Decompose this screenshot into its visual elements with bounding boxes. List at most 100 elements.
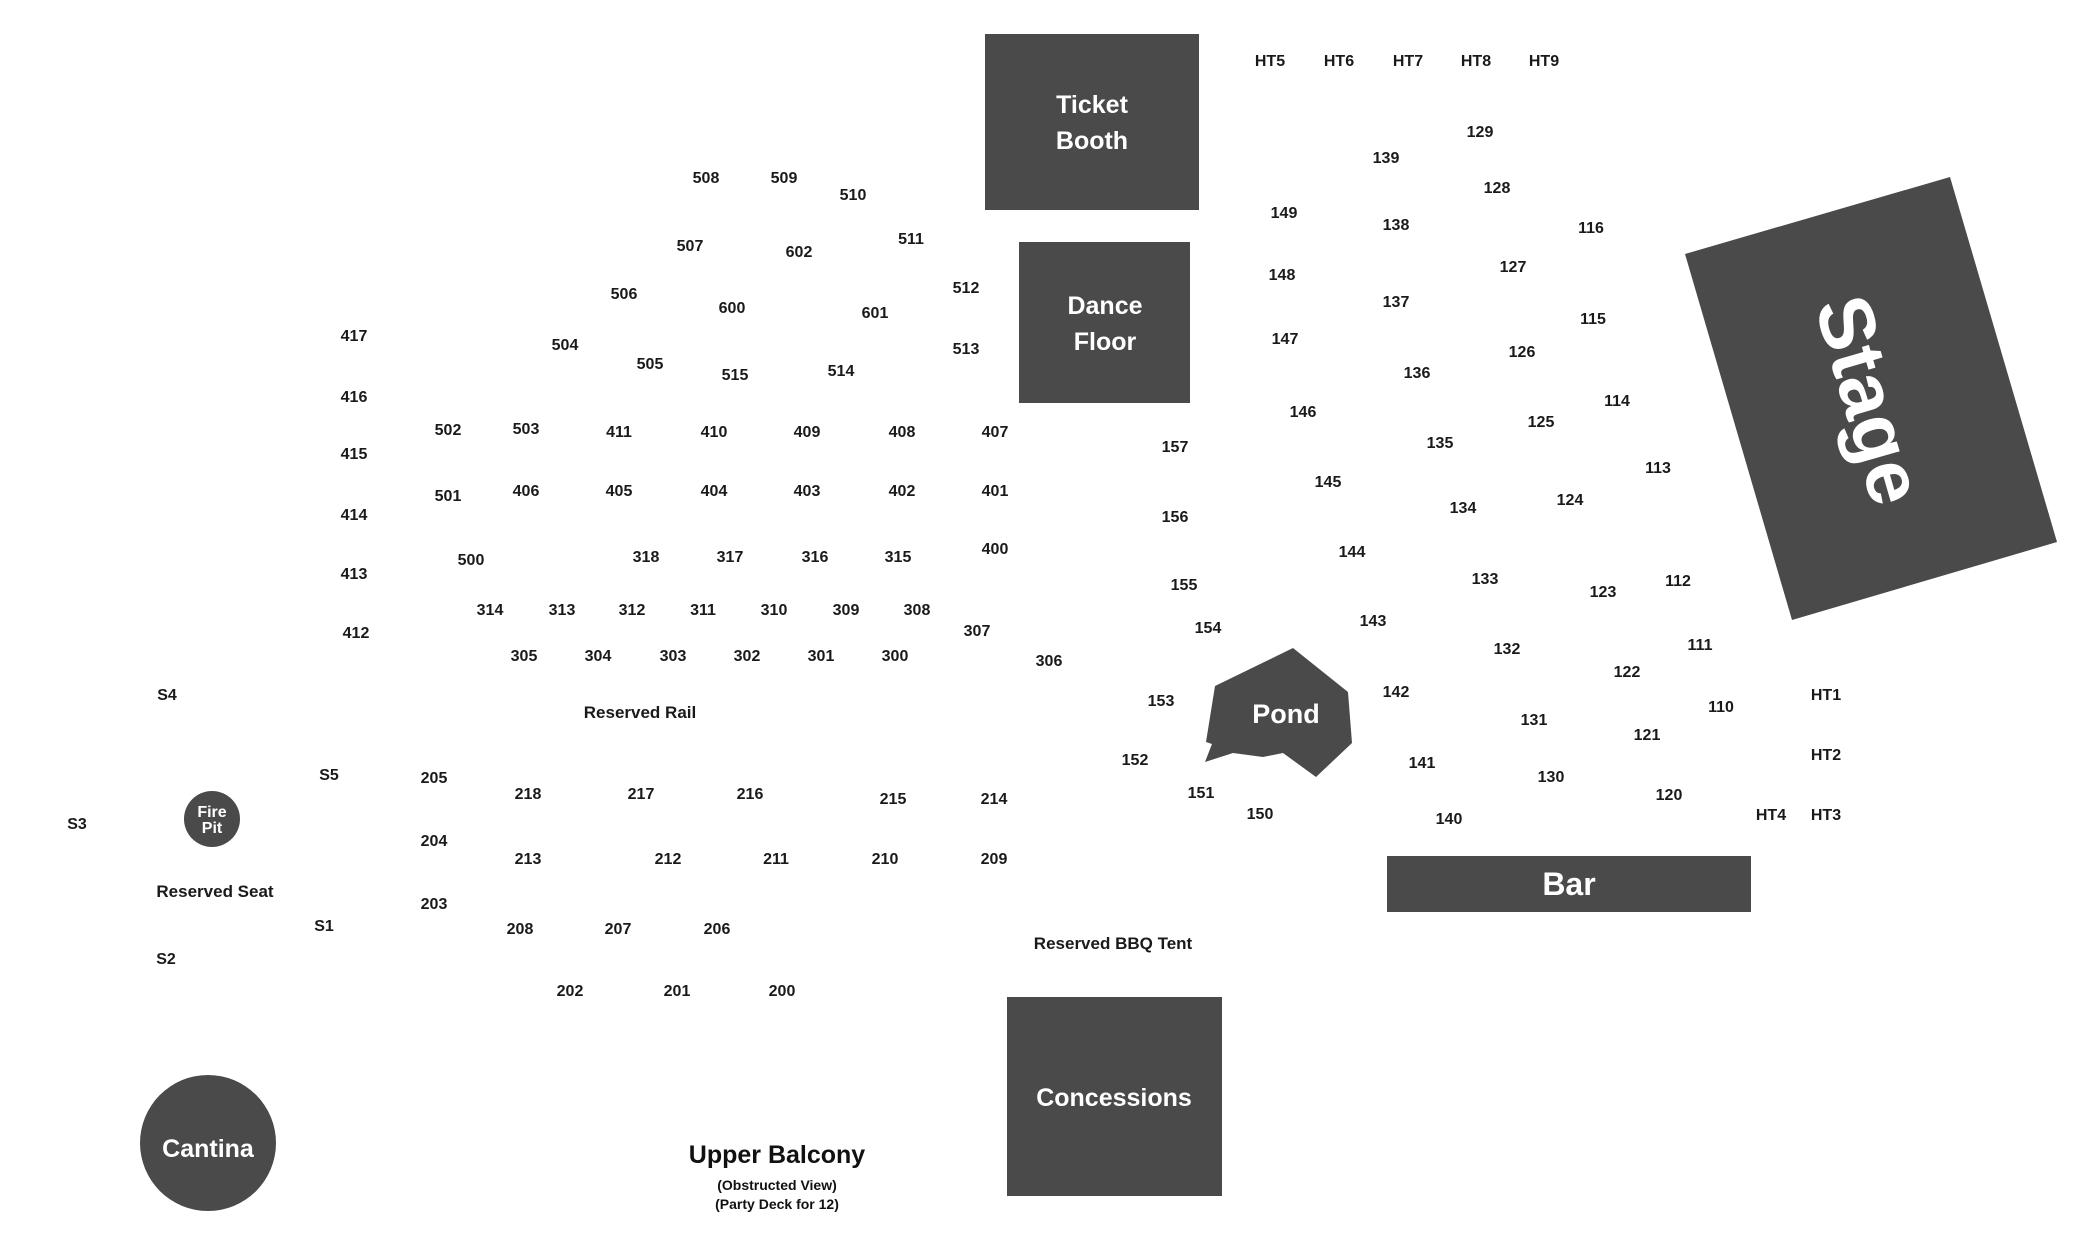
section-ht8[interactable]: HT8 [1461, 53, 1491, 70]
section-143[interactable]: 143 [1360, 613, 1387, 630]
section-412[interactable]: 412 [343, 625, 370, 642]
section-209[interactable]: 209 [981, 851, 1008, 868]
section-112[interactable]: 112 [1665, 573, 1691, 590]
section-218[interactable]: 218 [515, 786, 542, 803]
section-141[interactable]: 141 [1409, 755, 1436, 772]
section-309[interactable]: 309 [833, 602, 860, 619]
section-ht7[interactable]: HT7 [1393, 53, 1423, 70]
section-ht6[interactable]: HT6 [1324, 53, 1354, 70]
section-ht5[interactable]: HT5 [1255, 53, 1285, 70]
section-400[interactable]: 400 [982, 541, 1009, 558]
section-ht3[interactable]: HT3 [1811, 807, 1841, 824]
section-300[interactable]: 300 [882, 648, 909, 665]
section-318[interactable]: 318 [633, 549, 660, 566]
section-311[interactable]: 311 [690, 602, 716, 619]
section-602[interactable]: 602 [786, 244, 813, 261]
section-151[interactable]: 151 [1188, 785, 1215, 802]
section-208[interactable]: 208 [507, 921, 534, 938]
section-217[interactable]: 217 [628, 786, 655, 803]
section-402[interactable]: 402 [889, 483, 916, 500]
section-126[interactable]: 126 [1509, 344, 1536, 361]
section-213[interactable]: 213 [515, 851, 542, 868]
section-409[interactable]: 409 [794, 424, 821, 441]
section-140[interactable]: 140 [1436, 811, 1463, 828]
section-ht4[interactable]: HT4 [1756, 807, 1786, 824]
section-502[interactable]: 502 [435, 422, 462, 439]
section-129[interactable]: 129 [1467, 124, 1494, 141]
section-317[interactable]: 317 [717, 549, 744, 566]
section-133[interactable]: 133 [1472, 571, 1499, 588]
section-304[interactable]: 304 [585, 648, 612, 665]
section-120[interactable]: 120 [1656, 787, 1683, 804]
section-152[interactable]: 152 [1122, 752, 1149, 769]
section-214[interactable]: 214 [981, 791, 1008, 808]
concessions[interactable]: Concessions [1007, 997, 1222, 1196]
section-114[interactable]: 114 [1604, 393, 1630, 410]
section-124[interactable]: 124 [1557, 492, 1584, 509]
section-507[interactable]: 507 [677, 238, 704, 255]
section-128[interactable]: 128 [1484, 180, 1511, 197]
section-302[interactable]: 302 [734, 648, 761, 665]
section-203[interactable]: 203 [421, 896, 448, 913]
section-113[interactable]: 113 [1645, 460, 1671, 477]
section-110[interactable]: 110 [1708, 699, 1734, 716]
section-215[interactable]: 215 [880, 791, 907, 808]
section-407[interactable]: 407 [982, 424, 1009, 441]
section-s1[interactable]: S1 [314, 918, 334, 935]
section-135[interactable]: 135 [1427, 435, 1454, 452]
section-ht2[interactable]: HT2 [1811, 747, 1841, 764]
section-127[interactable]: 127 [1500, 259, 1527, 276]
section-314[interactable]: 314 [477, 602, 504, 619]
section-417[interactable]: 417 [341, 328, 368, 345]
section-501[interactable]: 501 [435, 488, 462, 505]
section-503[interactable]: 503 [513, 421, 540, 438]
section-411[interactable]: 411 [606, 424, 632, 441]
section-307[interactable]: 307 [964, 623, 991, 640]
section-515[interactable]: 515 [722, 367, 749, 384]
section-131[interactable]: 131 [1521, 712, 1548, 729]
section-132[interactable]: 132 [1494, 641, 1521, 658]
section-139[interactable]: 139 [1373, 150, 1400, 167]
section-513[interactable]: 513 [953, 341, 980, 358]
section-136[interactable]: 136 [1404, 365, 1431, 382]
section-505[interactable]: 505 [637, 356, 664, 373]
section-154[interactable]: 154 [1195, 620, 1222, 637]
section-s5[interactable]: S5 [319, 767, 339, 784]
section-511[interactable]: 511 [898, 231, 924, 248]
section-138[interactable]: 138 [1383, 217, 1410, 234]
section-148[interactable]: 148 [1269, 267, 1296, 284]
section-413[interactable]: 413 [341, 566, 368, 583]
section-157[interactable]: 157 [1162, 439, 1189, 456]
section-111[interactable]: 111 [1688, 637, 1713, 654]
section-150[interactable]: 150 [1247, 806, 1274, 823]
section-147[interactable]: 147 [1272, 331, 1299, 348]
section-415[interactable]: 415 [341, 446, 368, 463]
section-510[interactable]: 510 [840, 187, 867, 204]
section-149[interactable]: 149 [1271, 205, 1298, 222]
section-122[interactable]: 122 [1614, 664, 1641, 681]
section-315[interactable]: 315 [885, 549, 912, 566]
section-130[interactable]: 130 [1538, 769, 1565, 786]
section-301[interactable]: 301 [808, 648, 835, 665]
section-142[interactable]: 142 [1383, 684, 1410, 701]
section-205[interactable]: 205 [421, 770, 448, 787]
section-204[interactable]: 204 [421, 833, 448, 850]
stage[interactable]: Stage [1685, 177, 2057, 620]
section-155[interactable]: 155 [1171, 577, 1198, 594]
section-508[interactable]: 508 [693, 170, 720, 187]
section-146[interactable]: 146 [1290, 404, 1317, 421]
section-316[interactable]: 316 [802, 549, 829, 566]
section-512[interactable]: 512 [953, 280, 980, 297]
section-313[interactable]: 313 [549, 602, 576, 619]
section-405[interactable]: 405 [606, 483, 633, 500]
section-123[interactable]: 123 [1590, 584, 1617, 601]
section-201[interactable]: 201 [664, 983, 691, 1000]
section-s4[interactable]: S4 [157, 687, 177, 704]
section-144[interactable]: 144 [1339, 544, 1366, 561]
section-202[interactable]: 202 [557, 983, 584, 1000]
section-s3[interactable]: S3 [67, 816, 87, 833]
section-414[interactable]: 414 [341, 507, 368, 524]
section-312[interactable]: 312 [619, 602, 646, 619]
section-306[interactable]: 306 [1036, 653, 1063, 670]
